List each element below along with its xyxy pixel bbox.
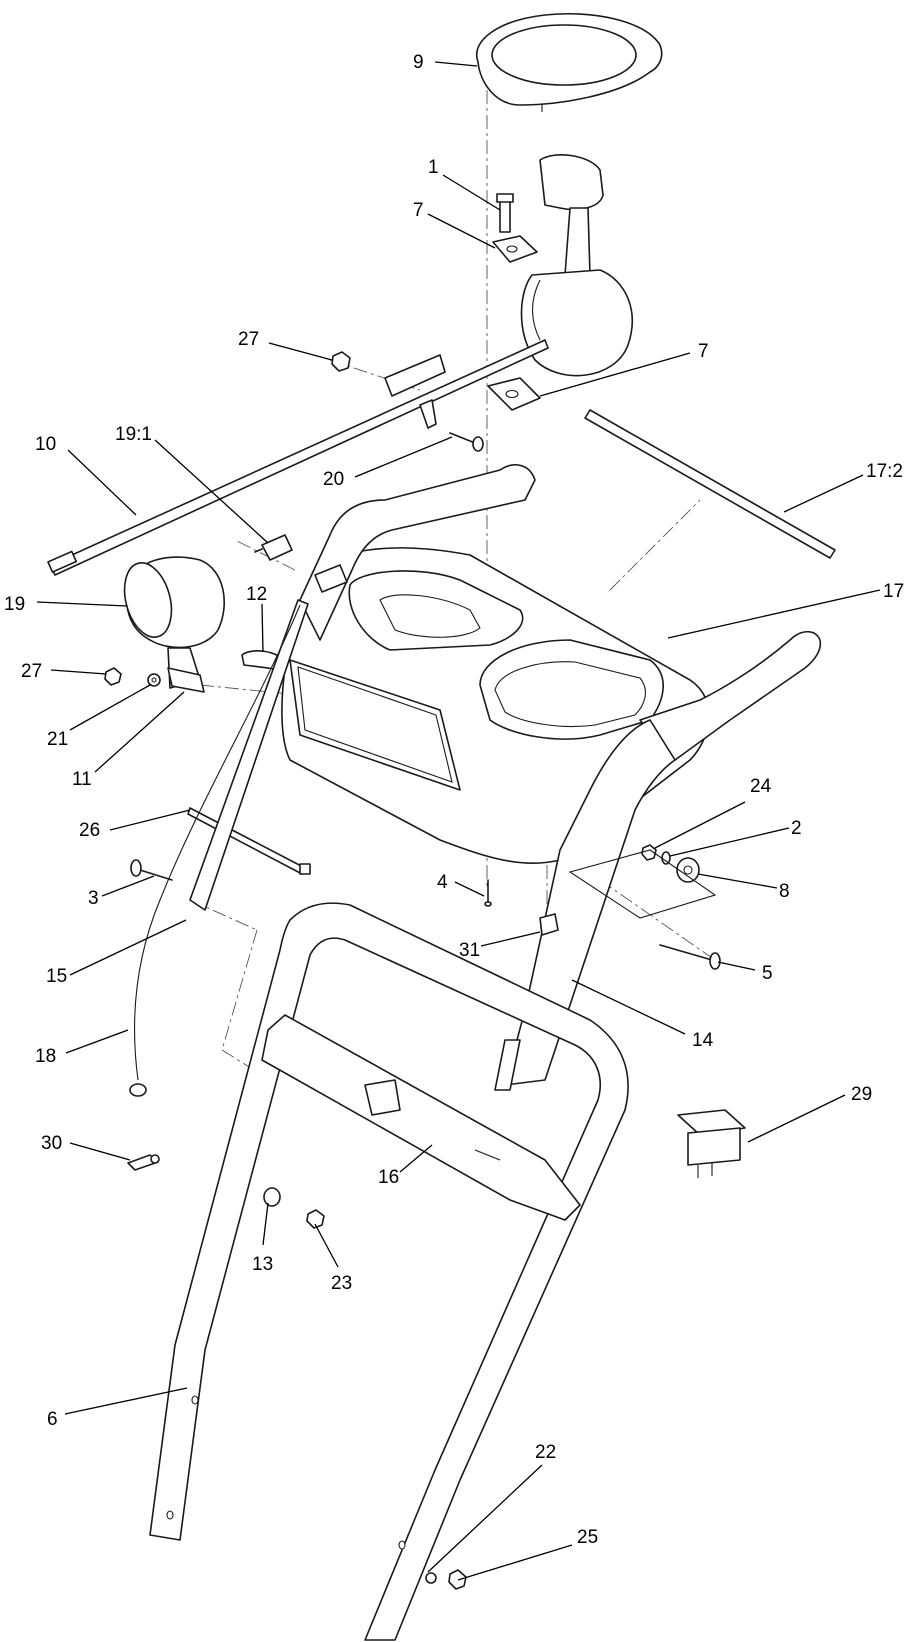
callout-27-top: 27 xyxy=(238,329,259,350)
callout-2: 2 xyxy=(791,818,802,839)
callout-8: 8 xyxy=(779,881,790,902)
part-17-2-strip xyxy=(584,409,836,559)
part-25-bolt xyxy=(448,1569,467,1590)
callout-12: 12 xyxy=(246,584,267,605)
callout-19-1: 19:1 xyxy=(115,424,152,445)
part-13-flange xyxy=(263,1187,281,1207)
part-1-bolt xyxy=(496,193,514,233)
callout-26: 26 xyxy=(79,820,100,841)
callout-24: 24 xyxy=(750,776,772,797)
part-20-pin xyxy=(449,432,484,452)
part-6-lower-handle xyxy=(149,902,629,1641)
callout-7-bottom: 7 xyxy=(698,341,709,362)
part-24-nut-right xyxy=(641,844,657,861)
part-5-long-bolt xyxy=(659,944,721,970)
part-11-bracket xyxy=(167,667,205,693)
callout-18: 18 xyxy=(35,1046,56,1067)
part-2-washer-right xyxy=(661,851,671,865)
part-22-washer xyxy=(425,1572,437,1584)
part-31-clip-nut xyxy=(539,913,559,936)
part-7-clamp-bottom xyxy=(487,377,541,411)
callout-29: 29 xyxy=(851,1084,872,1105)
callout-17: 17 xyxy=(883,581,904,602)
part-29-switch xyxy=(677,1109,746,1178)
callout-31: 31 xyxy=(459,940,480,961)
callout-5: 5 xyxy=(762,963,773,984)
callout-15: 15 xyxy=(46,966,67,987)
part-9-cover xyxy=(475,12,663,112)
callout-1: 1 xyxy=(428,157,439,178)
callout-10: 10 xyxy=(35,434,56,455)
part-21-washer xyxy=(147,673,161,687)
callout-3: 3 xyxy=(88,888,99,909)
part-3-bolt xyxy=(130,859,173,881)
callout-4: 4 xyxy=(437,872,448,893)
part-16-crossbar xyxy=(261,1014,581,1221)
callout-9: 9 xyxy=(413,52,424,73)
part-27-nut-top xyxy=(331,351,351,372)
part-8-bushing xyxy=(568,849,717,919)
callout-17-2: 17:2 xyxy=(866,461,903,482)
part-30-terminal xyxy=(127,1154,160,1171)
part-10-cable xyxy=(47,339,549,576)
callout-11: 11 xyxy=(72,769,92,790)
part-23-nut xyxy=(306,1209,325,1229)
callout-19: 19 xyxy=(4,594,25,615)
callout-16: 16 xyxy=(378,1167,399,1188)
part-27-nut-left xyxy=(104,667,122,686)
part-7-clamp-top xyxy=(492,235,538,263)
callout-27-left: 27 xyxy=(21,661,42,682)
part-17-dash xyxy=(281,547,710,865)
callout-20: 20 xyxy=(323,469,344,490)
part-14-upper-frame xyxy=(299,464,822,1091)
part-15-harness-cover xyxy=(189,599,309,911)
callout-14: 14 xyxy=(692,1030,714,1051)
callout-7-top: 7 xyxy=(413,200,424,221)
wire-connector xyxy=(314,564,348,593)
part-18-wire xyxy=(129,604,301,1097)
callout-21: 21 xyxy=(47,729,68,750)
control-handle-assembly xyxy=(520,154,633,377)
part-19-1-bulb xyxy=(254,534,293,561)
callout-30: 30 xyxy=(41,1133,62,1154)
callout-6: 6 xyxy=(47,1409,58,1430)
callout-25: 25 xyxy=(577,1527,598,1548)
callout-22: 22 xyxy=(535,1442,556,1463)
callout-13: 13 xyxy=(252,1254,273,1275)
part-4-screw xyxy=(484,879,492,907)
callout-23: 23 xyxy=(331,1273,352,1294)
leader-lines xyxy=(36,61,881,1581)
callout-labels: 9 1 7 27 7 10 19:1 20 17:2 19 12 17 27 2… xyxy=(4,52,904,1548)
